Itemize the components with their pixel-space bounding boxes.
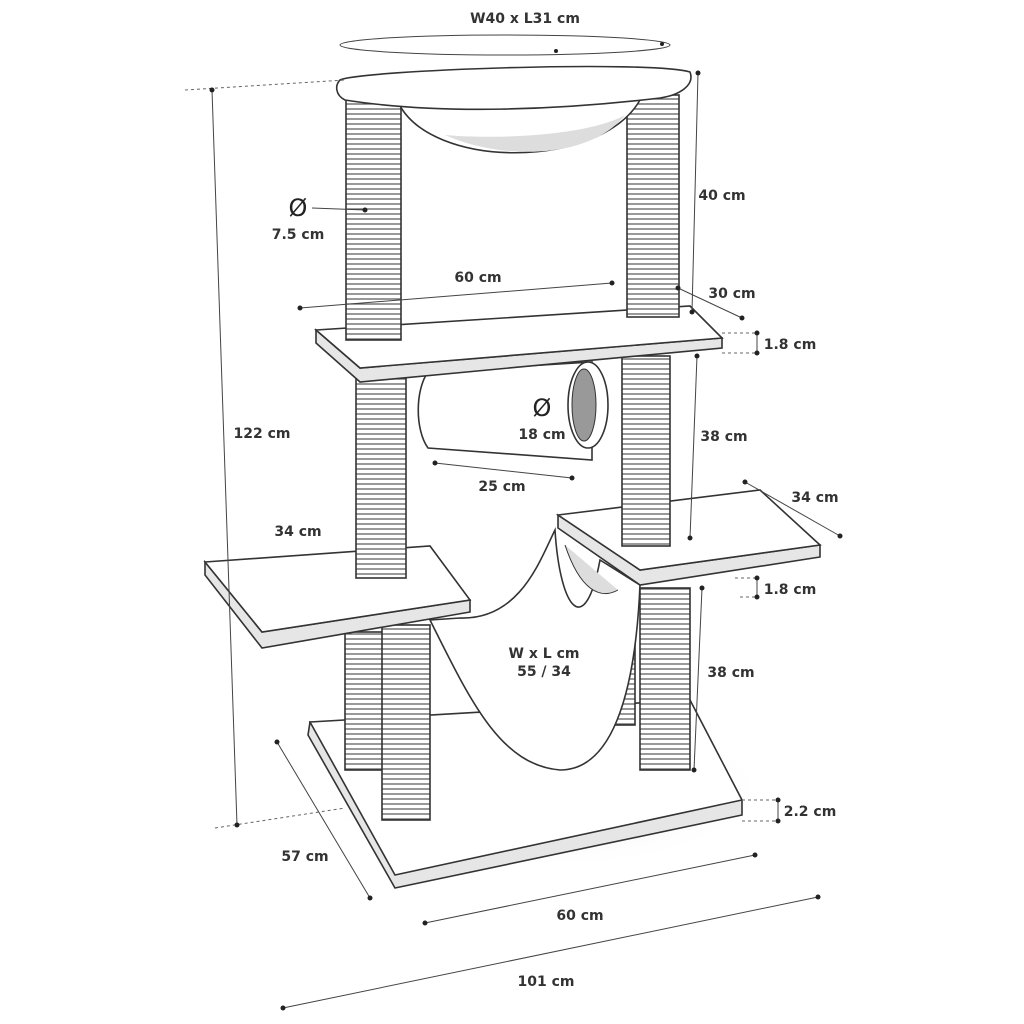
post-bottom-left-back — [344, 631, 384, 771]
label-hammock-size-title: W x L cm — [509, 646, 580, 662]
dimension-lines — [184, 70, 843, 1011]
label-base-thickness: 2.2 cm — [784, 804, 837, 820]
label-platform-width-top: 60 cm — [454, 270, 501, 286]
post-middle-left — [355, 375, 407, 579]
label-platform-thickness-top: 1.8 cm — [764, 337, 817, 353]
label-height-total: 122 cm — [234, 426, 291, 442]
label-post-low-height: 38 cm — [707, 665, 754, 681]
label-hammock-top: W40 x L31 cm — [470, 11, 580, 27]
label-post-mid-height: 38 cm — [700, 429, 747, 445]
post-middle-right — [621, 355, 671, 547]
label-platform-thickness-right: 1.8 cm — [764, 582, 817, 598]
post-top-right — [626, 94, 680, 318]
label-tunnel-diameter: 18 cm — [518, 427, 565, 443]
hammock-footprint-ellipse — [339, 34, 671, 56]
label-total-width: 101 cm — [518, 974, 575, 990]
post-bottom-right — [639, 587, 691, 771]
post-bottom-left-front — [381, 624, 431, 821]
label-tunnel-length: 25 cm — [478, 479, 525, 495]
label-base-depth: 57 cm — [281, 849, 328, 865]
diameter-symbol-post: Ø — [289, 194, 308, 222]
label-right-platform-depth: 34 cm — [791, 490, 838, 506]
label-post-diameter: 7.5 cm — [272, 227, 325, 243]
top-hammock — [335, 65, 692, 154]
diameter-symbol-tunnel: Ø — [533, 394, 552, 422]
label-base-width: 60 cm — [556, 908, 603, 924]
label-platform-depth-top: 30 cm — [708, 286, 755, 302]
middle-platform — [313, 305, 724, 383]
tunnel — [417, 361, 609, 461]
label-hammock-size: 55 / 34 — [517, 664, 571, 680]
label-post-top-height: 40 cm — [698, 188, 745, 204]
label-left-platform-width: 34 cm — [274, 524, 321, 540]
